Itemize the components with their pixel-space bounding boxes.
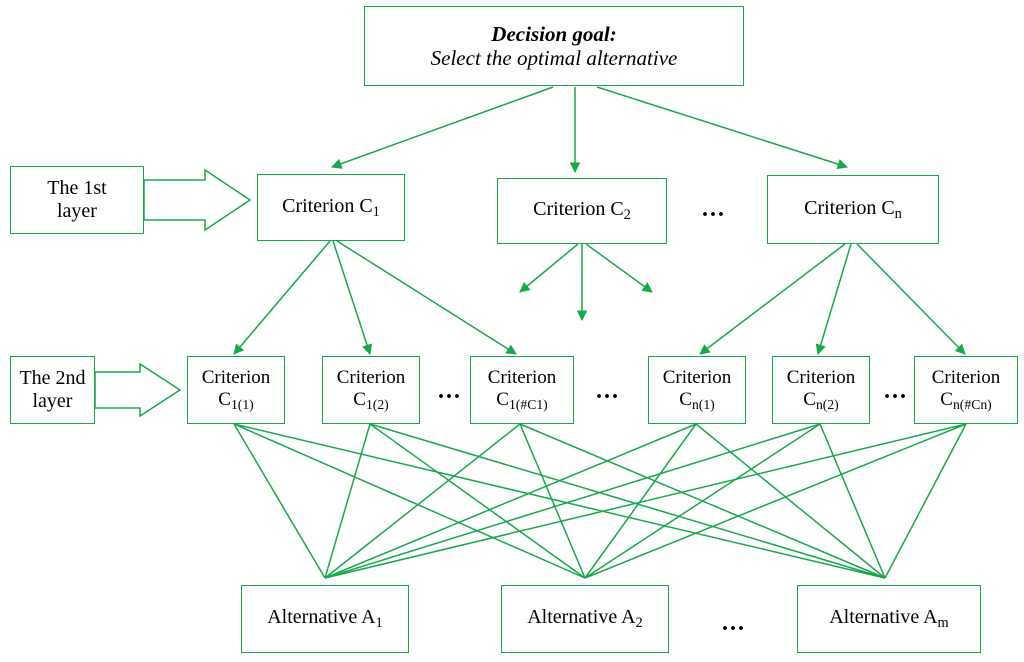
decision-goal-title: Decision goal: bbox=[491, 21, 617, 46]
level2-ellipsis-3: ... bbox=[884, 378, 908, 404]
level2-ellipsis-2: ... bbox=[596, 378, 620, 404]
level2-ellipsis-1: ... bbox=[438, 378, 462, 404]
alternatives-ellipsis: ... bbox=[722, 610, 746, 636]
decision-goal-subtitle: Select the optimal alternative bbox=[430, 46, 678, 70]
criterion-c1-1-line1: Criterion bbox=[201, 367, 271, 389]
criterion-c1-2-box: Criterion C1(2) bbox=[322, 356, 420, 424]
criterion-c1-c1-line1: Criterion bbox=[487, 367, 557, 389]
criterion-c1-label: Criterion C1 bbox=[282, 194, 380, 220]
criterion-cn-1-line1: Criterion bbox=[662, 367, 732, 389]
criterion-cn-1-box: Criterion Cn(1) bbox=[648, 356, 746, 424]
first-layer-label-line1: The 1st bbox=[47, 177, 107, 199]
alternative-a1-box: Alternative A1 bbox=[241, 585, 409, 653]
criterion-cn-label: Criterion Cn bbox=[804, 196, 902, 222]
criterion-c1-c1-line2: C1(#C1) bbox=[496, 389, 548, 412]
criterion-c1-1-box: Criterion C1(1) bbox=[187, 356, 285, 424]
criterion-cn-box: Criterion Cn bbox=[767, 175, 939, 244]
alternative-a2-label: Alternative A2 bbox=[527, 606, 643, 632]
first-layer-label-line2: layer bbox=[57, 200, 97, 222]
first-layer-label-box: The 1st layer bbox=[10, 166, 144, 234]
criterion-cn-2-line1: Criterion bbox=[786, 367, 856, 389]
criterion-c2-box: Criterion C2 bbox=[497, 178, 667, 244]
criterion-c1-2-line1: Criterion bbox=[336, 367, 406, 389]
criterion-cn-2-line2: Cn(2) bbox=[803, 389, 839, 412]
criterion-c1-box: Criterion C1 bbox=[257, 174, 405, 241]
criterion-cn-2-box: Criterion Cn(2) bbox=[772, 356, 870, 424]
alternative-am-label: Alternative Am bbox=[829, 606, 949, 632]
level1-ellipsis: ... bbox=[702, 196, 726, 222]
criterion-cn-cn-line2: Cn(#Cn) bbox=[940, 389, 992, 412]
criterion-cn-cn-box: Criterion Cn(#Cn) bbox=[914, 356, 1018, 424]
criterion-c1-1-line2: C1(1) bbox=[218, 389, 254, 412]
second-layer-label-line1: The 2nd bbox=[19, 367, 86, 389]
second-layer-label-line2: layer bbox=[32, 390, 73, 412]
alternative-am-box: Alternative Am bbox=[797, 585, 981, 653]
criterion-cn-cn-line1: Criterion bbox=[931, 367, 1001, 389]
criterion-cn-1-line2: Cn(1) bbox=[679, 389, 715, 412]
criterion-c1-c1-box: Criterion C1(#C1) bbox=[470, 356, 574, 424]
criterion-c2-label: Criterion C2 bbox=[533, 198, 631, 224]
second-layer-label-box: The 2nd layer bbox=[10, 356, 95, 424]
decision-goal-box: Decision goal: Select the optimal altern… bbox=[364, 6, 744, 86]
alternative-a2-box: Alternative A2 bbox=[501, 585, 669, 653]
criterion-c1-2-line2: C1(2) bbox=[353, 389, 389, 412]
alternative-a1-label: Alternative A1 bbox=[267, 606, 383, 632]
